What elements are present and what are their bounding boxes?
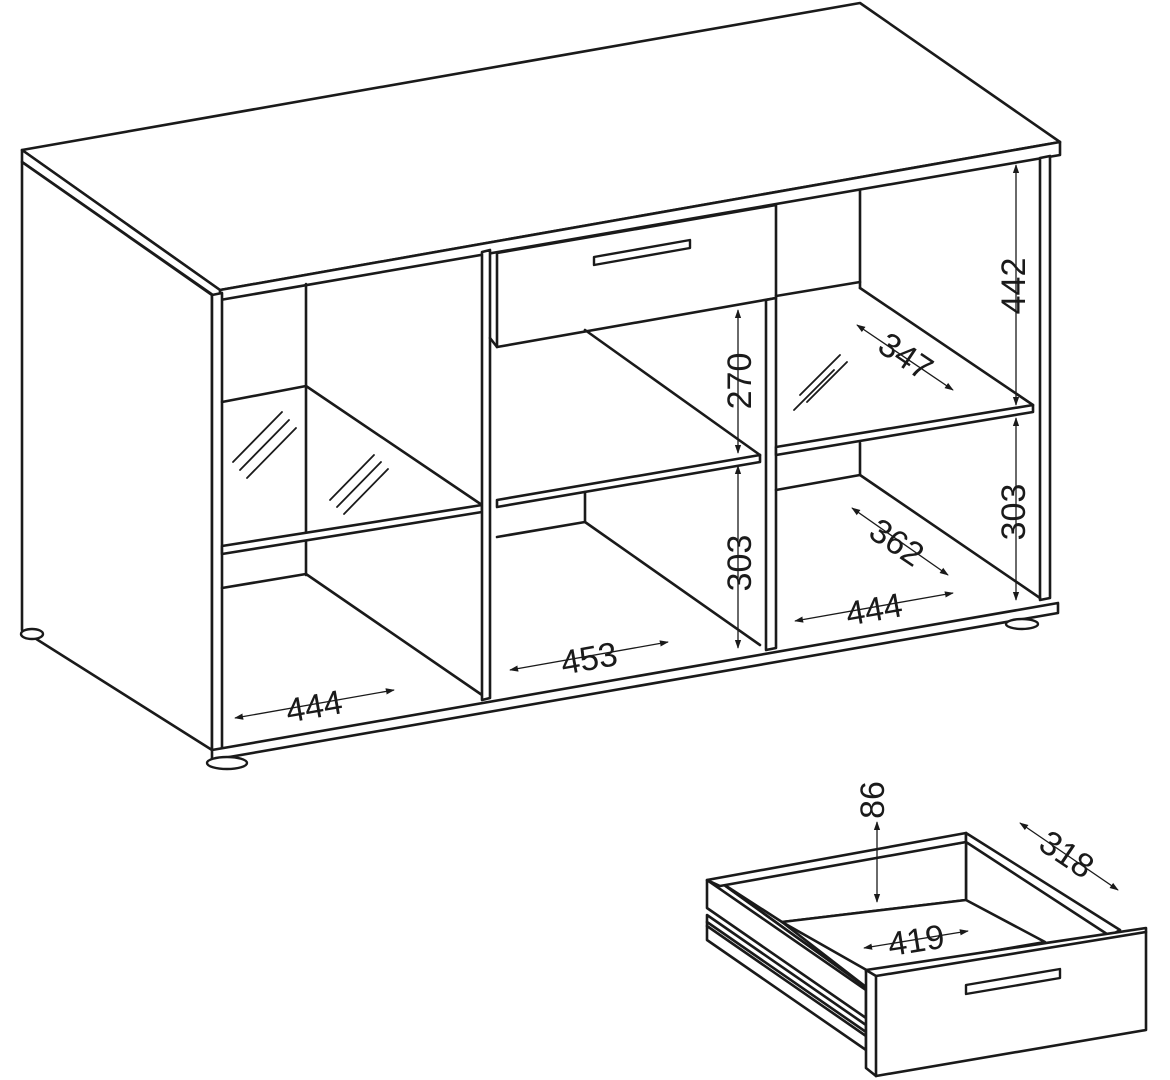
dim-label-center-width: 453 (558, 635, 620, 682)
cabinet-bottom-board (210, 601, 1060, 762)
dim-line-center-width (509, 640, 669, 672)
dim-label-right-width: 444 (843, 586, 905, 633)
dim-label-right-upper-height: 442 (995, 258, 1033, 315)
dim-label-right-lower-depth: 362 (862, 511, 930, 574)
drawer-front-side-edge (864, 968, 878, 1078)
center-glass-shelf (495, 453, 762, 509)
left-glass-reflection (232, 411, 389, 515)
cabinet-divider-right (764, 296, 778, 652)
dim-label-center-upper-height: 270 (721, 353, 759, 410)
cabinet (19, 1, 1062, 771)
dim-label-left-width: 444 (283, 683, 345, 730)
dim-label-right-lower-height: 303 (995, 484, 1033, 541)
left-compartment (220, 282, 484, 697)
left-glass-shelf (220, 503, 484, 556)
cabinet-drawer-handle (592, 238, 692, 267)
center-compartment (495, 328, 762, 647)
dim-line-left-width (234, 688, 395, 720)
cabinet-left-front-edge (210, 291, 224, 752)
right-glass-shelf (774, 403, 1035, 457)
right-glass-reflection (793, 354, 848, 411)
dim-line-drawer-depth (1019, 822, 1119, 891)
dim-label-drawer-depth: 318 (1032, 823, 1100, 886)
dim-line-drawer-inner-width (863, 929, 969, 950)
cabinet-foot-front-right (1004, 617, 1040, 631)
dim-line-right-width (794, 591, 954, 623)
cabinet-right-side-panel (1038, 154, 1052, 602)
dim-line-right-lower-depth (851, 507, 949, 576)
dim-line-right-upper-depth (856, 324, 954, 391)
dim-label-drawer-inner-width: 419 (885, 918, 947, 964)
drawer-handle (964, 967, 1062, 996)
detached-drawer (705, 831, 1148, 1078)
dim-label-drawer-height: 86 (854, 781, 892, 819)
cabinet-foot-front-left (205, 755, 249, 771)
cabinet-foot-back-left (19, 627, 45, 641)
cabinet-divider-left (480, 248, 492, 702)
dim-label-center-lower-height: 303 (721, 535, 759, 592)
